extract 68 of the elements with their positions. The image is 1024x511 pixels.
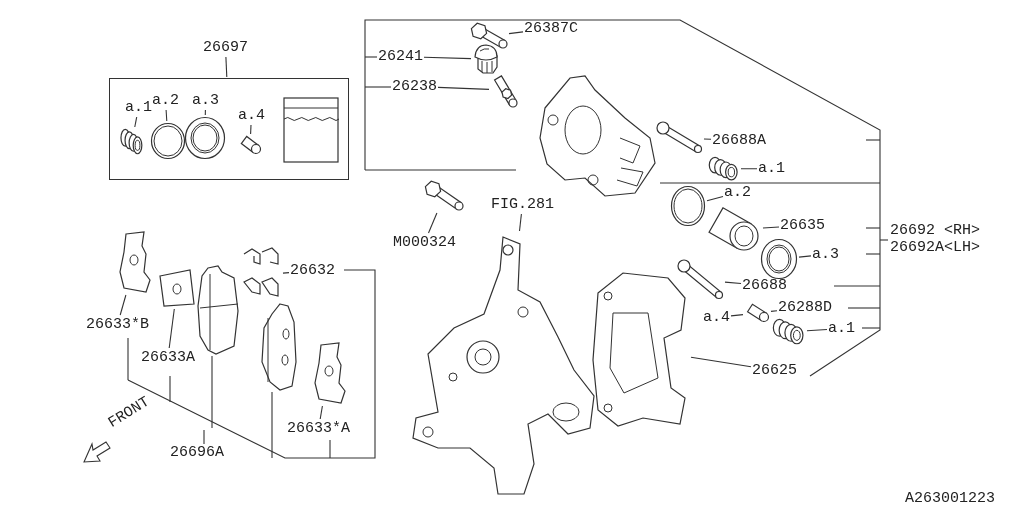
leader-line [518,213,522,232]
part-number: a.3 [192,92,219,109]
boot-drawing [772,318,806,346]
part-number: a.2 [724,184,751,201]
drawing-code: A263001223 [905,490,995,507]
leader-line [319,405,323,420]
shim-drawing [158,268,196,308]
leader-line [508,31,524,35]
leader-line [119,294,127,316]
part-number: 26692 <RH> [890,222,980,239]
part-number: FIG.281 [491,196,554,213]
part-number: a.3 [812,246,839,263]
leader-line [806,328,828,332]
part-number: 26635 [780,217,825,234]
part-number: a.4 [238,107,265,124]
part-number: a.4 [703,309,730,326]
guide-pin-drawing [655,122,703,154]
leader-line [427,212,438,234]
part-number: 26688 [742,277,787,294]
seal-drawing [184,116,226,160]
part-number: 26632 [290,262,335,279]
leader-line [282,272,290,274]
part-number: 26688A [712,132,766,149]
ring-drawing [670,185,706,227]
part-number: 26633A [141,349,195,366]
part-number: 26692A<LH> [890,239,980,256]
sleeve-drawing [238,135,262,155]
leader-line [730,314,744,317]
part-number: 26697 [203,39,248,56]
part-number: a.1 [758,160,785,177]
cap-drawing [472,44,500,74]
part-number: a.1 [125,99,152,116]
part-number: 26288D [778,299,832,316]
leader-line [165,109,168,122]
kit-box [109,78,349,180]
part-number: 26387C [524,20,578,37]
part-number: 26238 [392,78,437,95]
boot-drawing [120,128,144,156]
leader-line [134,116,138,128]
part-number: a.1 [828,320,855,337]
leader-line [703,138,712,140]
leader-line [423,56,472,60]
part-number: 26696A [170,444,224,461]
leader-line [204,109,206,116]
leader-line [437,86,490,90]
shim-drawing [118,232,152,294]
boot-drawing [708,156,740,182]
leader-line [740,168,758,170]
part-number: M000324 [393,234,456,251]
leader-line [225,56,228,78]
leader-line [798,255,812,258]
part-number: a.2 [152,92,179,109]
leader-line [724,281,742,285]
ring-drawing [150,122,186,160]
leader-line [770,310,778,312]
leader-line [690,356,752,368]
part-number: 26241 [378,48,423,65]
leader-line [706,195,724,202]
part-number: 26633*B [86,316,149,333]
part-number: 26633*A [287,420,350,437]
leader-line [762,226,780,229]
bolt-drawing [424,180,464,212]
shim-drawing [313,343,343,405]
part-number: 26625 [752,362,797,379]
leader-line [168,308,175,349]
leader-line [250,124,252,135]
seal-drawing [760,238,798,280]
sleeve-drawing [744,303,770,323]
